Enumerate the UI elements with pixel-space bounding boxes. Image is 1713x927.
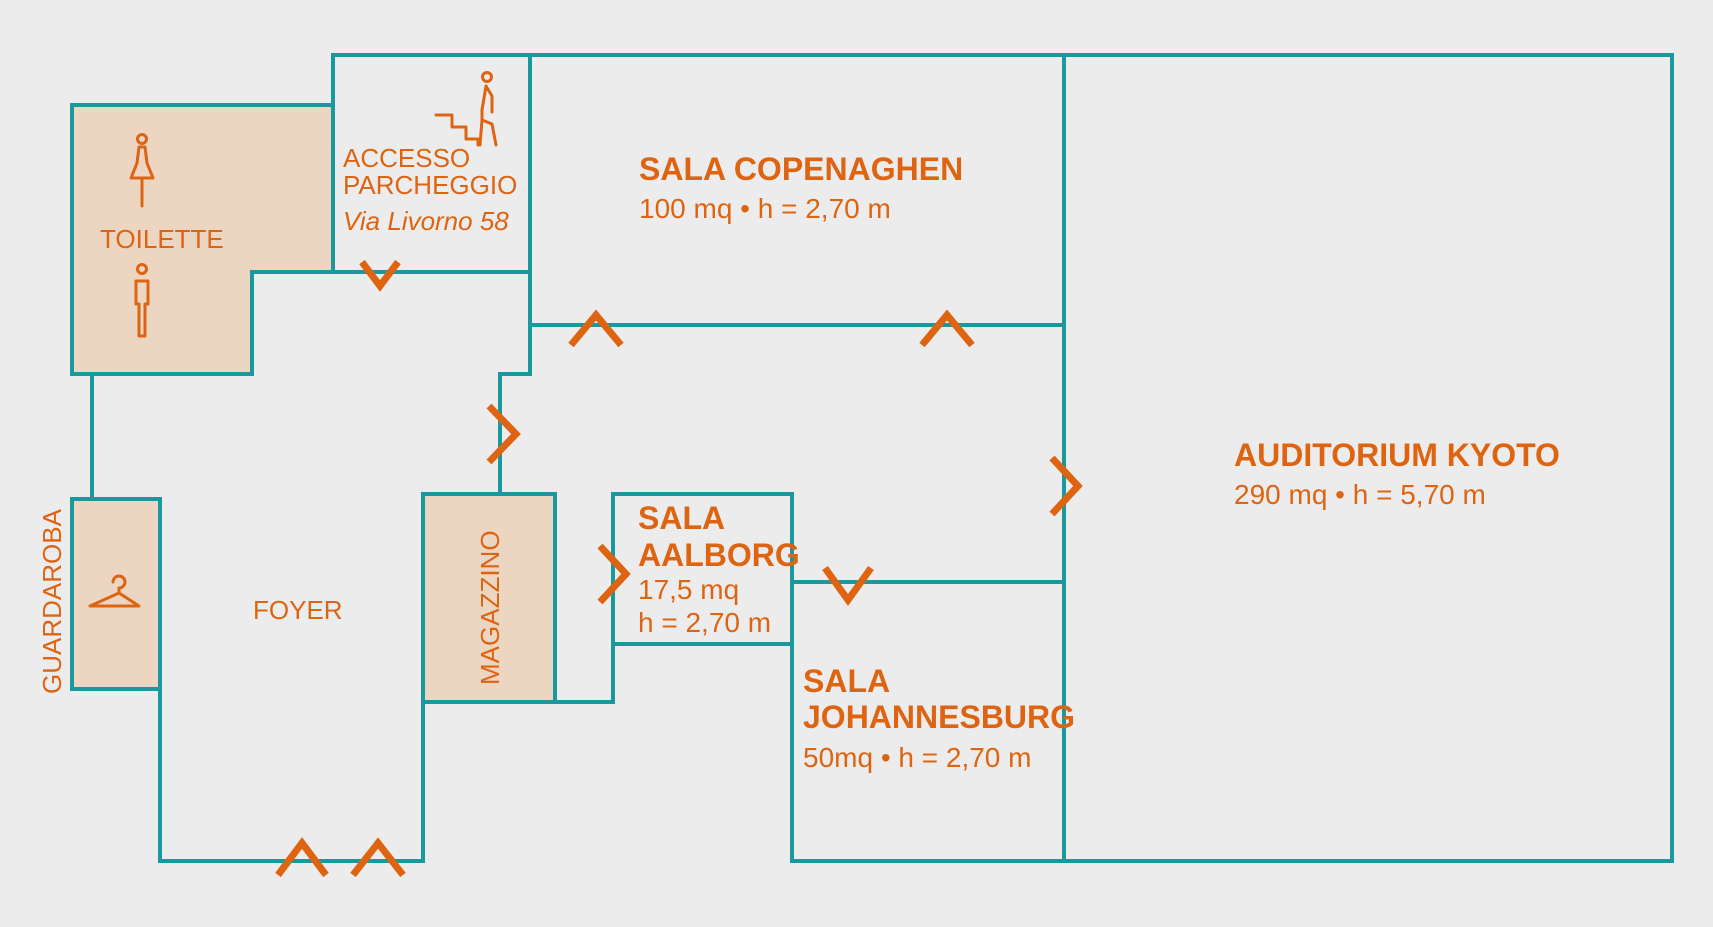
magazzino-room xyxy=(421,492,557,704)
sala-johannesburg-name-line2: JOHANNESBURG xyxy=(803,699,1075,735)
sala-aalborg-name-line1: SALA xyxy=(638,500,725,536)
sala-copenaghen-info: 100 mq • h = 2,70 m xyxy=(639,193,891,224)
toilette-label: TOILETTE xyxy=(100,224,224,254)
entrance-arrow-icon xyxy=(359,259,401,292)
entrance-arrow-icon xyxy=(919,309,975,348)
entrance-arrow-icon xyxy=(275,837,329,878)
parking-label-line2: PARCHEGGIO xyxy=(343,170,517,200)
parking-address: Via Livorno 58 xyxy=(343,206,509,236)
sala-copenaghen-name: SALA COPENAGHEN xyxy=(639,151,963,187)
sala-aalborg-name-line2: AALBORG xyxy=(638,537,800,573)
entrance-arrows xyxy=(275,259,1083,878)
entrance-arrow-icon xyxy=(597,543,631,605)
entrance-arrow-icon xyxy=(822,565,874,606)
sala-aalborg-info-line2: h = 2,70 m xyxy=(638,607,771,638)
foyer-label: FOYER xyxy=(253,595,343,625)
sala-johannesburg-name-line1: SALA xyxy=(803,663,890,699)
entrance-arrow-icon xyxy=(486,403,521,465)
coat-hanger-icon xyxy=(88,574,141,608)
parking-label-line1: ACCESSO xyxy=(343,143,470,173)
sala-johannesburg-info: 50mq • h = 2,70 m xyxy=(803,742,1031,773)
auditorium-kyoto-info: 290 mq • h = 5,70 m xyxy=(1234,479,1486,510)
sala-aalborg-info-line1: 17,5 mq xyxy=(638,574,739,605)
entrance-arrow-icon xyxy=(350,837,406,878)
entrance-arrow-icon xyxy=(1049,455,1083,517)
auditorium-kyoto-name: AUDITORIUM KYOTO xyxy=(1234,437,1560,473)
entrance-arrow-icon xyxy=(568,309,624,348)
male-toilet-icon xyxy=(134,263,150,338)
magazzino-label: MAGAZZINO xyxy=(475,530,505,685)
guardaroba-label: GUARDAROBA xyxy=(37,508,67,694)
walls xyxy=(90,53,1674,863)
stairs-person-icon xyxy=(434,71,498,147)
female-toilet-icon xyxy=(129,133,155,208)
